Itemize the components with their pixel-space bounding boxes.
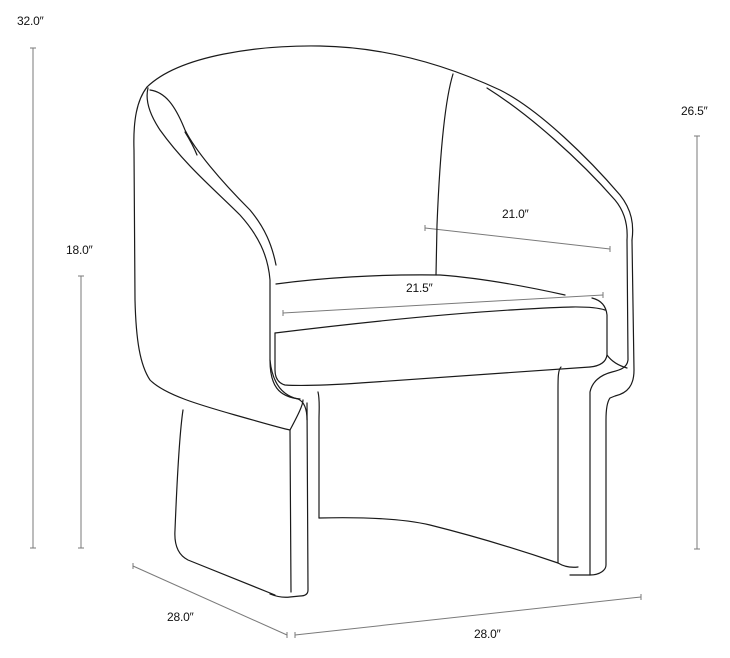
- label-seat-height: 18.0″: [66, 243, 93, 257]
- label-seat-width: 21.5″: [406, 281, 433, 295]
- chair-outline: [133, 45, 635, 598]
- dim-line-seat-height: [78, 275, 84, 549]
- label-overall-depth: 28.0″: [167, 610, 194, 624]
- left-arm-inner-curve: [149, 89, 277, 266]
- left-seat-support: [317, 391, 320, 519]
- label-seat-depth: 21.0″: [502, 207, 529, 221]
- left-outer-edge: [133, 86, 291, 431]
- left-leg-outer-panel: [174, 409, 276, 596]
- seat-cushion-top-front: [274, 306, 606, 334]
- left-arm-tuck: [184, 131, 198, 156]
- dim-line-arm-height: [694, 135, 700, 550]
- left-arm-front-face: [289, 399, 304, 431]
- left-arm-inner-loop: [146, 87, 301, 400]
- backrest-seam: [435, 73, 454, 276]
- right-arm-inner: [589, 239, 629, 576]
- backrest-inner-rim-right: [486, 87, 628, 241]
- left-leg-right-edge: [269, 402, 309, 598]
- label-arm-height: 26.5″: [681, 104, 708, 118]
- label-overall-height: 32.0″: [17, 14, 44, 28]
- dim-line-overall-depth: [132, 563, 288, 638]
- dim-line-overall-height: [30, 47, 36, 549]
- seat-top-back-edge: [275, 274, 566, 296]
- label-overall-width: 28.0″: [474, 627, 501, 641]
- base-arch-curve: [318, 517, 559, 564]
- dimension-lines: [30, 47, 700, 638]
- left-leg-front-edge: [289, 429, 292, 593]
- seat-cushion-right-end: [589, 297, 608, 368]
- right-leg-inner: [557, 366, 579, 568]
- left-arm-front-upper: [269, 359, 308, 421]
- right-arm-outer: [569, 239, 635, 576]
- dim-line-overall-width: [294, 594, 642, 638]
- seat-cushion-front-bottom: [274, 332, 591, 386]
- dim-line-seat-width: [282, 292, 604, 316]
- right-seat-arm-join: [606, 354, 628, 369]
- dim-line-seat-depth: [424, 225, 611, 252]
- backrest-top-rim: [146, 45, 634, 241]
